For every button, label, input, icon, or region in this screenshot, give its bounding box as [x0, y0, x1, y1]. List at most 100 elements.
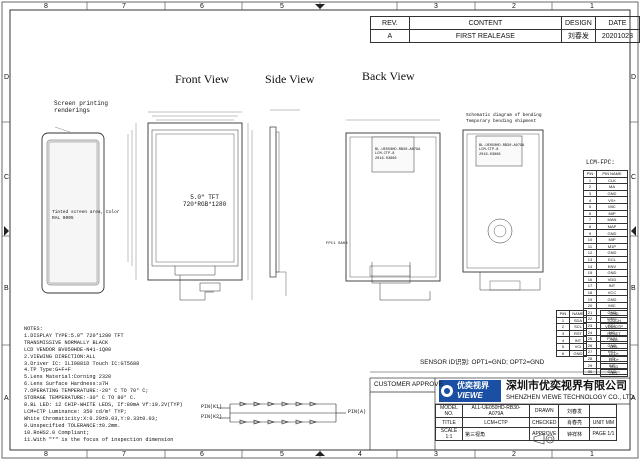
frame-number: 4	[358, 451, 362, 458]
pin-number: 5	[583, 202, 597, 211]
note-line: White Chromaticity:X:0.29±0.03,Y:0.33±0.…	[24, 415, 158, 422]
pin-number: 18	[583, 288, 597, 297]
pin-name: ENV	[596, 262, 628, 270]
notes-block: NOTES:1.DISPLAY TYPE:5.0" 720*1280 TFT T…	[24, 326, 183, 443]
page-value: PAGE 1/1	[589, 427, 618, 441]
frame-letter: C	[631, 174, 637, 181]
pin-name: M1P	[596, 242, 628, 251]
table-row: LED-	[600, 342, 628, 351]
note-line: 5.Lens Material:Corning 2320	[24, 374, 112, 381]
back-view-title: Back View	[362, 69, 415, 83]
pin-name: ECL	[596, 255, 628, 264]
frame-number: 2	[512, 3, 516, 10]
title-value: LCM+CTP	[462, 417, 530, 428]
approve-value: 钟祥林	[558, 427, 591, 441]
pin-number: 3	[556, 329, 570, 338]
schematic-label: Schematic diagram of bending Temporary b…	[466, 113, 542, 124]
pin-number: 4	[556, 336, 570, 344]
pin-number: 20	[583, 301, 597, 310]
logo-en: VIEWE	[457, 391, 483, 400]
note-line: 10.RoHS2.0 Compliant;	[24, 429, 90, 436]
frame-letter: A	[4, 395, 9, 402]
model-value: ALL-UE050HD-RB30-A079A	[462, 404, 530, 418]
pin-name: VCC	[596, 288, 628, 297]
pin-number: 14	[583, 262, 597, 270]
table-row: LED+	[600, 356, 628, 364]
pin-name: MIC	[596, 301, 628, 310]
title-block-table: MODEL NO. ALL-UE050HD-RB30-A079A DRAWN 刘…	[435, 404, 618, 441]
pin-name: MAP	[596, 222, 628, 231]
signal-name: GND	[600, 336, 628, 344]
pin-name: VS+	[596, 196, 628, 204]
note-line: 6.Lens Surface Hardness:≥7H	[24, 381, 109, 388]
signal-name: LED+	[600, 356, 628, 364]
pin-name: MA	[596, 183, 628, 191]
screen-printing-label: Screen printing renderings	[54, 100, 109, 114]
drawn-value: 刘春发	[558, 404, 591, 418]
pin-name: GND	[596, 268, 628, 277]
pin-name: GND	[596, 229, 628, 237]
revision-table: REV. CONTENT DESIGN DATE A FIRST REALEAS…	[370, 16, 640, 43]
scale-label: SCALE 1:1	[435, 427, 463, 441]
title-label: TITLE	[435, 417, 463, 428]
table-row: GND	[600, 336, 628, 344]
frame-number: 8	[44, 3, 48, 10]
pin-number: 1	[583, 176, 597, 185]
side-view-title: Side View	[265, 72, 315, 86]
note-line: TRANSMISSIVE NORMALLY BLACK	[24, 339, 109, 346]
design-value: 刘春发	[560, 29, 596, 43]
table-row: CMD	[600, 310, 628, 318]
frame-letter: B	[631, 285, 636, 292]
pin-number: 16	[583, 275, 597, 284]
pin-name: VCI	[569, 342, 587, 351]
pin-number: 19	[583, 295, 597, 303]
pin-number: 6	[583, 209, 597, 218]
approve-label: APPROVE	[528, 427, 560, 441]
pin-k1-label: PIN(K1)	[201, 404, 223, 410]
table-row: TOUCH	[600, 316, 628, 325]
pin-number: 13	[583, 255, 597, 264]
note-line: 4.TP Type:G+F+F	[24, 367, 71, 374]
content-header: CONTENT	[408, 16, 562, 30]
note-line: LCD VENDOR BV050HDE-N41-1Q00	[24, 346, 112, 353]
drawn-label: DRAWN	[528, 404, 560, 418]
table-row: VDD	[600, 362, 628, 371]
checked-value: 肖春亮	[558, 417, 591, 428]
model-label: MODEL NO.	[435, 404, 463, 418]
signal-name: LED-	[600, 369, 628, 377]
rev-value: A	[370, 29, 410, 43]
pin-name: GND	[596, 249, 628, 257]
frame-number: 5	[280, 3, 284, 10]
pin-number: 17	[583, 282, 597, 290]
frame-number: 6	[200, 3, 204, 10]
note-line: 2.VIEWING DIRECTION:ALL	[24, 353, 96, 360]
table-row: LED+	[600, 349, 628, 358]
note-line: 3.Driver IC: ILI9881D Touch IC:GT5688	[24, 360, 140, 367]
pin-name: INT	[569, 336, 587, 344]
note-line: 9.Unspecified TOLERANCE:±0.2mm.	[24, 422, 121, 429]
signal-name: RESET	[600, 329, 628, 338]
pin-number: 4	[583, 196, 597, 204]
pin-header: PIN	[583, 170, 597, 178]
pin-name: VDD	[596, 275, 628, 284]
pin-number: 30	[583, 367, 597, 376]
logo-cn: 优奕视界	[457, 381, 489, 390]
pin-name: SCL	[569, 323, 587, 331]
note-line: 1.DISPLAY TYPE:5.0" 720*1280 TFT	[24, 332, 124, 339]
frame-number: 5	[280, 451, 284, 458]
